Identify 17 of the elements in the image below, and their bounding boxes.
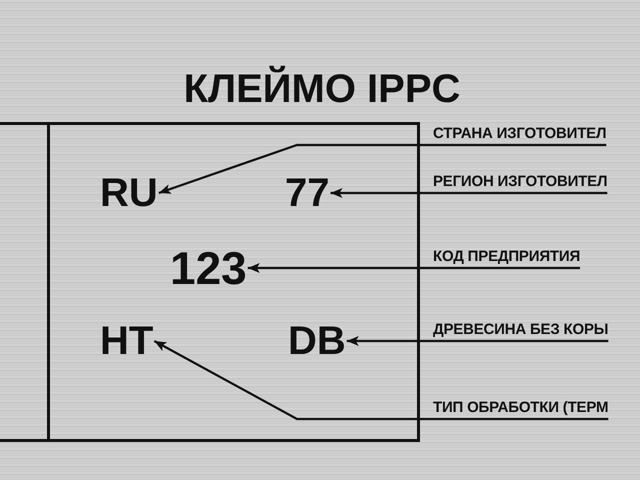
stamp-code: 77 [285, 173, 330, 213]
callout-label: ДРЕВЕСИНА БЕЗ КОРЫ [433, 321, 608, 341]
stamp-code: HT [100, 321, 154, 361]
stamp-code: 123 [170, 245, 247, 291]
callout-label: КОД ПРЕДПРИЯТИЯ [433, 248, 580, 268]
callout-label: СТРАНА ИЗГОТОВИТЕЛ [433, 125, 606, 145]
leader-line [154, 340, 608, 420]
stamp-code: RU [100, 173, 158, 213]
callout-label: РЕГИОН ИЗГОТОВИТЕЛ [433, 173, 608, 193]
callout-label: ТИП ОБРАБОТКИ (ТЕРМ [433, 399, 608, 419]
leader-line [248, 263, 580, 273]
stamp-frame [0, 122, 420, 442]
leader-line [158, 144, 606, 194]
leader-line [330, 188, 608, 198]
leader-line [346, 336, 608, 346]
stamp-code: DB [288, 321, 346, 361]
title: КЛЕЙМО IPPC [184, 68, 460, 110]
